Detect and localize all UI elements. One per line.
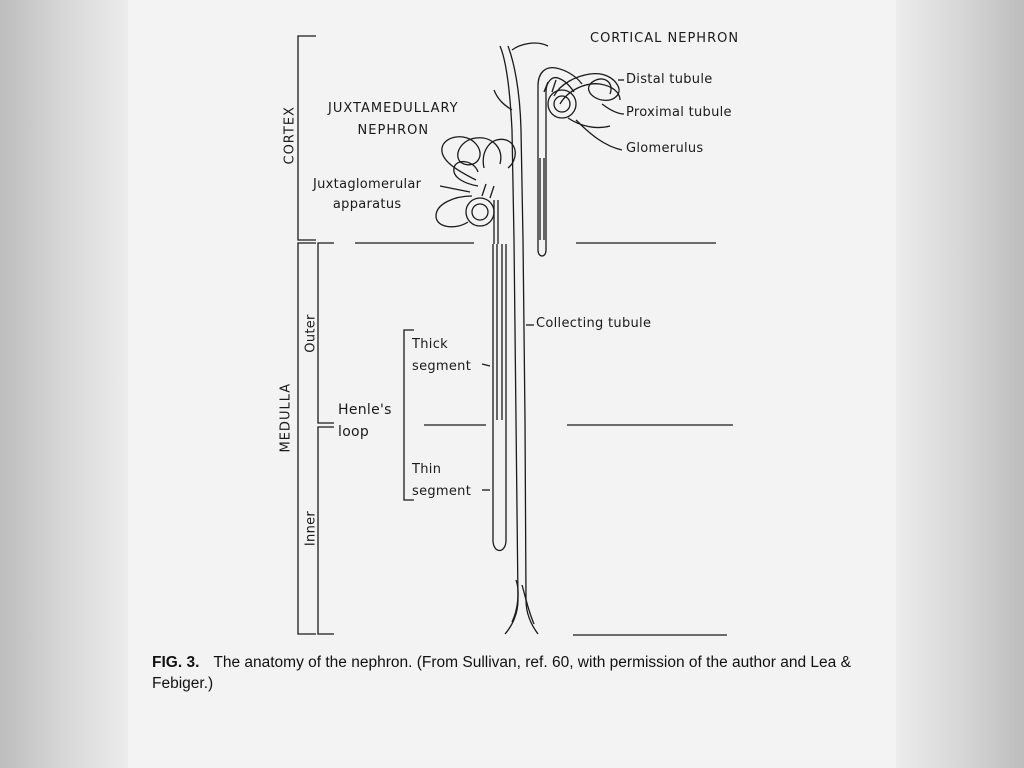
cortical-nephron-shape	[537, 66, 621, 257]
juxtaglomerular-apparatus-label: Juxtaglomerular apparatus	[313, 177, 422, 212]
figure-caption: FIG. 3.The anatomy of the nephron. (From…	[152, 652, 892, 694]
leader-proximal	[601, 103, 625, 115]
inner-label: Inner	[303, 510, 319, 547]
juxtamedullary-nephron-shape	[435, 136, 516, 552]
distal-tubule-label: Distal tubule	[626, 72, 713, 87]
outer-label: Outer	[303, 314, 319, 353]
leader-thick	[481, 363, 491, 367]
cortex-label: CORTEX	[282, 106, 298, 165]
medulla-label: MEDULLA	[278, 382, 294, 453]
figure-caption-text: The anatomy of the nephron. (From Sulliv…	[152, 654, 851, 692]
collecting-tubule-label: Collecting tubule	[536, 316, 652, 331]
leader-glomerulus	[575, 119, 623, 151]
medulla-bracket	[297, 242, 316, 635]
leader-juxtaglomerular	[439, 185, 471, 193]
cortex-bracket	[297, 35, 316, 241]
collecting-tubule-shape	[493, 42, 549, 635]
glomerulus-label: Glomerulus	[626, 141, 704, 156]
henles-loop-bracket	[403, 329, 414, 501]
cortical-nephron-label: CORTICAL NEPHRON	[590, 31, 740, 46]
henles-loop-label: Henle's loop	[338, 402, 392, 440]
juxtamedullary-nephron-label: JUXTAMEDULLARY NEPHRON	[328, 101, 459, 138]
thin-segment-label: Thin segment	[412, 462, 472, 499]
inner-bracket	[317, 426, 334, 635]
thick-segment-label: Thick segment	[412, 337, 472, 374]
proximal-tubule-label: Proximal tubule	[626, 105, 732, 120]
figure-number: FIG. 3.	[152, 654, 200, 671]
outer-bracket	[317, 242, 334, 424]
